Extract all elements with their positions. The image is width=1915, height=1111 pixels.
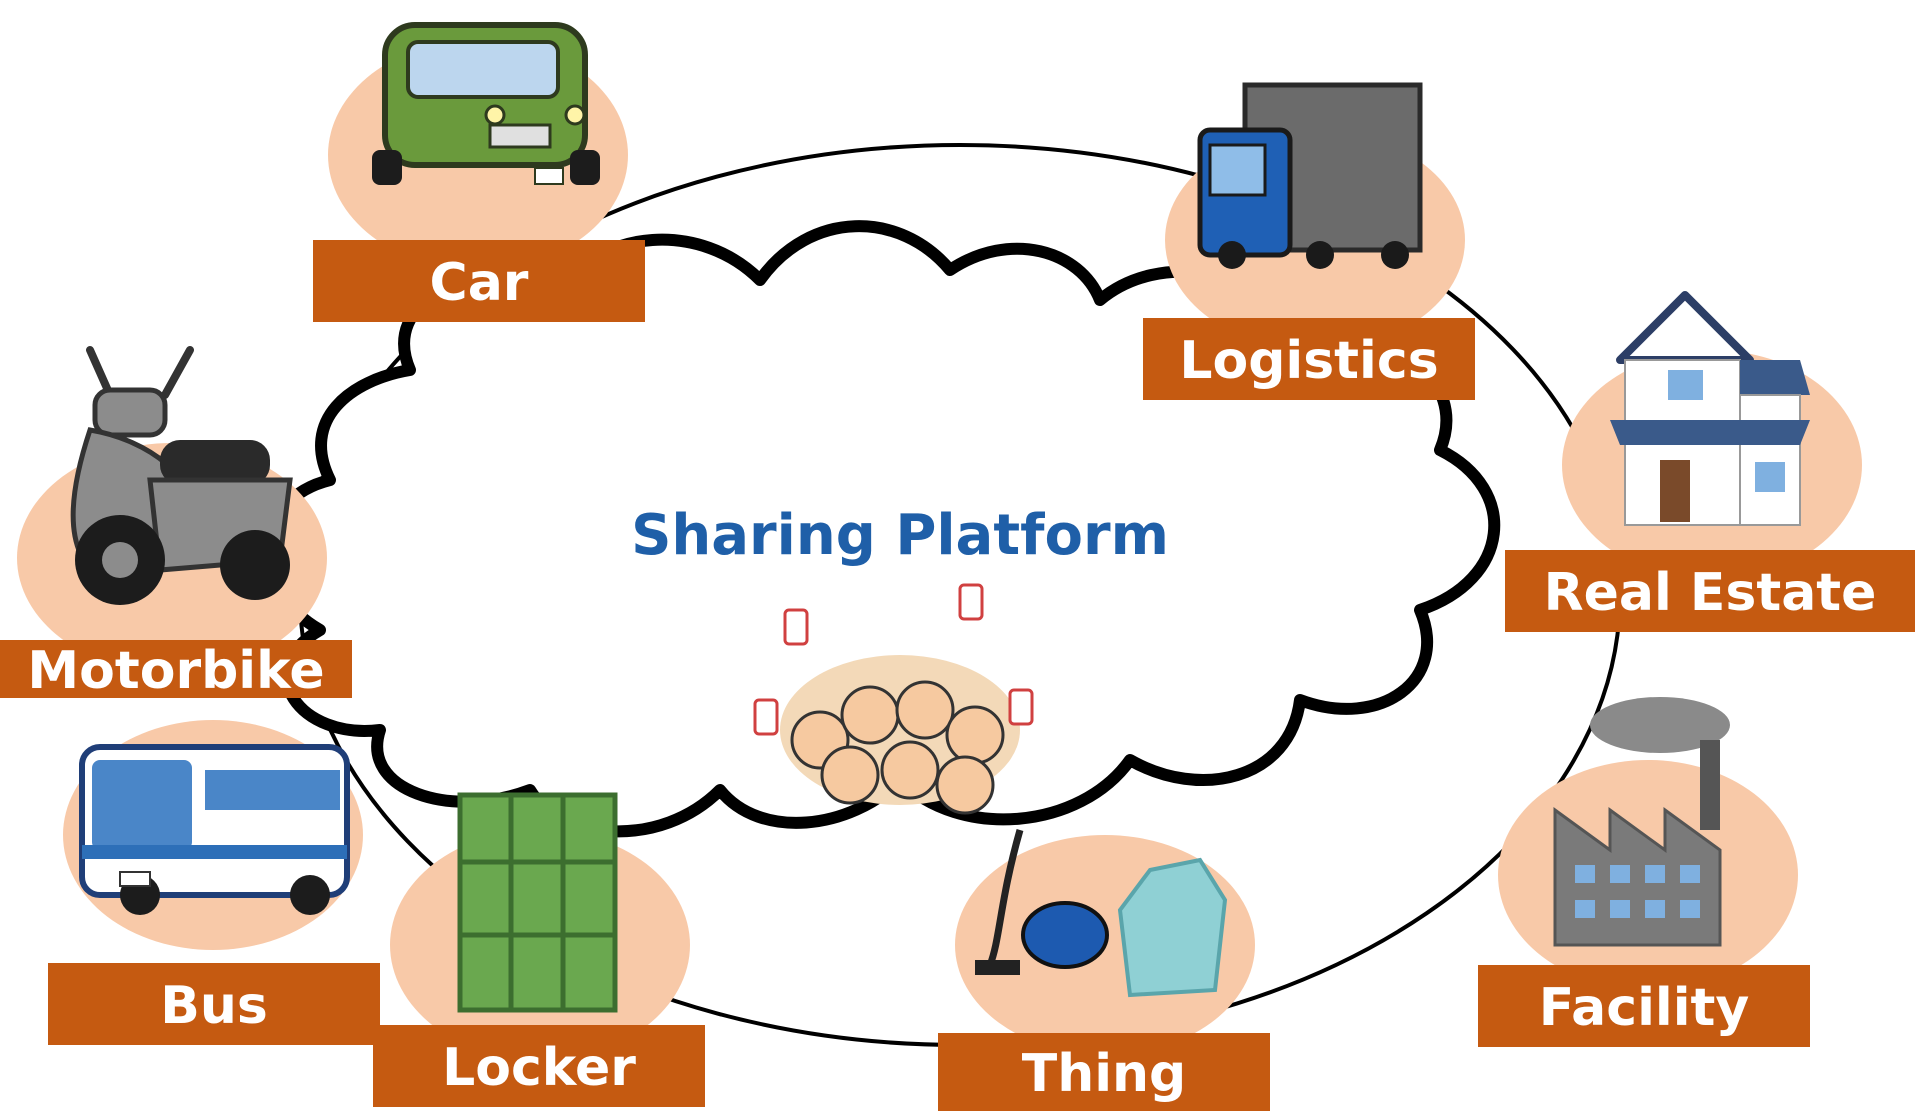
label-logistics: Logistics [1143,318,1475,400]
label-locker: Locker [373,1025,705,1107]
house-icon [1562,291,1862,580]
locker-icon [390,792,690,1060]
truck-icon [1165,82,1465,350]
label-thing: Thing [938,1033,1270,1111]
label-bus: Bus [48,963,380,1045]
label-motorbike: Motorbike [0,640,352,698]
bus-icon [63,720,363,950]
diagram-title: Sharing Platform [631,503,1169,568]
car-icon [328,22,628,270]
vacuum-and-clothes-icon [955,829,1255,1055]
label-car: Car [313,240,645,322]
people-with-phones-icon [753,583,1034,815]
label-facility: Facility [1478,965,1810,1047]
motorbike-icon [17,346,327,673]
label-real-estate: Real Estate [1505,550,1915,632]
factory-icon [1498,697,1798,990]
